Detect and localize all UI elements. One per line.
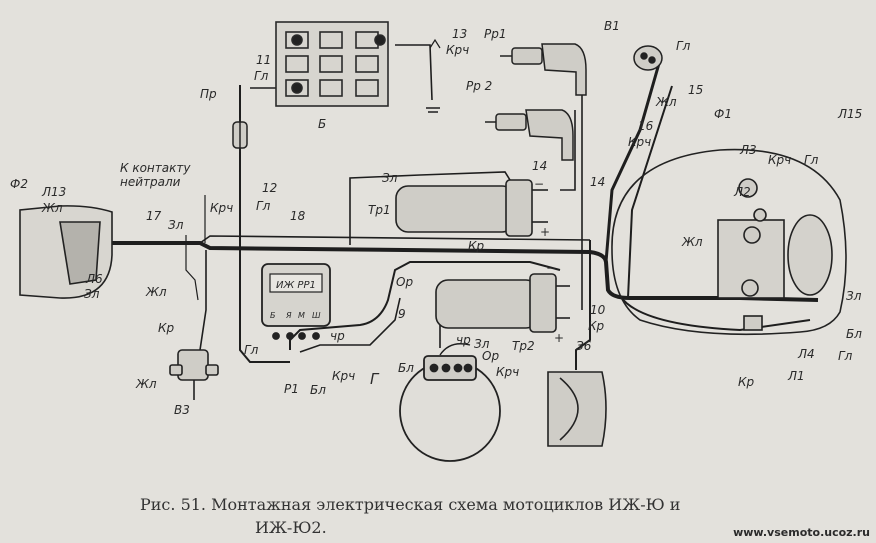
label-zhl-16: Жл	[655, 95, 677, 109]
label-zl-right: Зл	[846, 289, 862, 303]
label-kr-10: Кр	[588, 319, 605, 333]
label-minus-1: −	[534, 177, 544, 191]
label-l3: Л3	[739, 143, 757, 157]
switch-v1	[633, 45, 663, 71]
label-or-g: Ор	[482, 349, 499, 363]
label-zhl-v3: Жл	[135, 377, 157, 391]
label-krch-g: Крч	[496, 365, 519, 379]
spark-plug-1	[500, 43, 587, 96]
headlight-f1	[611, 148, 847, 336]
label-tr2: Тр2	[512, 339, 535, 353]
label-z6: З6	[576, 339, 592, 353]
label-b: Б	[318, 117, 326, 131]
regulator-relay	[261, 263, 331, 340]
label-minus-2: −	[546, 261, 556, 275]
label-rr1: Рр1	[484, 27, 507, 41]
diagram-labels: Ф2 Л13 Жл Л6 Зл 17 Зл Жл К контакту нейт…	[10, 19, 862, 417]
label-g: Г	[370, 370, 380, 388]
label-reg-m: М	[298, 311, 305, 320]
battery	[275, 21, 389, 107]
main-harness	[95, 38, 819, 370]
label-gl-right: Гл	[838, 349, 853, 363]
rear-lamp	[547, 371, 607, 447]
label-zhl-f1: Жл	[681, 235, 703, 249]
caption-line-2: ИЖ-Ю2.	[255, 518, 327, 537]
label-gl-12: Гл	[256, 199, 271, 213]
label-bl-g: Бл	[398, 361, 414, 375]
caption-line-1: Рис. 51. Монтажная электрическая схема м…	[140, 495, 681, 514]
label-zl-f2: Зл	[84, 287, 100, 301]
rear-light-f2	[19, 205, 113, 299]
label-l13: Л13	[41, 185, 66, 199]
fuse	[232, 118, 248, 152]
label-krch-13: Крч	[446, 43, 469, 57]
label-chr-g: чр	[456, 333, 471, 347]
label-krch-reg: Крч	[332, 369, 355, 383]
label-bl-reg: Бл	[310, 383, 326, 397]
label-gl-reg: Гл	[244, 343, 259, 357]
label-18: 18	[290, 209, 306, 223]
label-regulator: ИЖ РР1	[276, 280, 316, 291]
label-l6: Л6	[85, 272, 103, 286]
label-15: 15	[688, 83, 703, 97]
label-11: 11	[256, 53, 271, 67]
label-krch-f1: Крч	[768, 153, 791, 167]
ignition-coil-2	[435, 273, 570, 333]
label-13: 13	[452, 27, 467, 41]
label-neutral-2: нейтрали	[120, 175, 181, 189]
label-zl-tr1: Зл	[382, 171, 398, 185]
label-kr-f1: Кр	[738, 375, 755, 389]
watermark: www.vsemoto.ucoz.ru	[733, 526, 870, 539]
label-zl-17: Зл	[168, 218, 184, 232]
ignition-coil-1	[395, 179, 548, 237]
label-l15: Л15	[837, 107, 862, 121]
label-17: 17	[146, 209, 162, 223]
label-f2: Ф2	[10, 177, 28, 191]
label-l1: Л1	[787, 369, 805, 383]
label-zl-g: Зл	[474, 337, 490, 351]
label-pr: Пр	[200, 87, 217, 101]
label-krch-16: Крч	[628, 135, 651, 149]
label-gl-f1: Гл	[804, 153, 819, 167]
label-14a: 14	[532, 159, 547, 173]
label-krch-12: Крч	[210, 201, 233, 215]
label-plus-1: +	[540, 225, 550, 239]
label-neutral-1: К контакту	[120, 161, 191, 175]
label-16: 16	[638, 119, 654, 133]
label-bl-right: Бл	[846, 327, 862, 341]
label-v1: В1	[604, 19, 620, 33]
label-zhl-17: Жл	[145, 285, 167, 299]
label-gl-11: Гл	[254, 69, 269, 83]
label-kr-tr1: Кр	[468, 239, 485, 253]
label-l4: Л4	[797, 347, 815, 361]
generator	[399, 355, 501, 462]
label-rr2: Рр 2	[466, 79, 492, 93]
label-12: 12	[262, 181, 277, 195]
label-chr-reg: чр	[330, 329, 345, 343]
label-reg-b: Б	[270, 311, 276, 320]
label-10: 10	[590, 303, 606, 317]
label-reg-sh: Ш	[312, 311, 321, 320]
label-or-9: Ор	[396, 275, 413, 289]
spark-plug-2	[485, 109, 574, 161]
label-l2: Л2	[733, 185, 751, 199]
label-zhl-f2: Жл	[41, 201, 63, 215]
label-r1: Р1	[284, 382, 299, 396]
label-plus-2: +	[554, 331, 564, 345]
label-v3: В3	[174, 403, 190, 417]
label-9: 9	[398, 307, 406, 321]
label-reg-ya: Я	[285, 311, 292, 320]
label-14b: 14	[590, 175, 605, 189]
ignition-switch-v3	[169, 349, 219, 400]
label-kr-v3: Кр	[158, 321, 175, 335]
label-tr1: Тр1	[368, 203, 391, 217]
label-gl-v1: Гл	[676, 39, 691, 53]
label-f1: Ф1	[714, 107, 732, 121]
figure-caption: Рис. 51. Монтажная электрическая схема м…	[140, 493, 820, 539]
